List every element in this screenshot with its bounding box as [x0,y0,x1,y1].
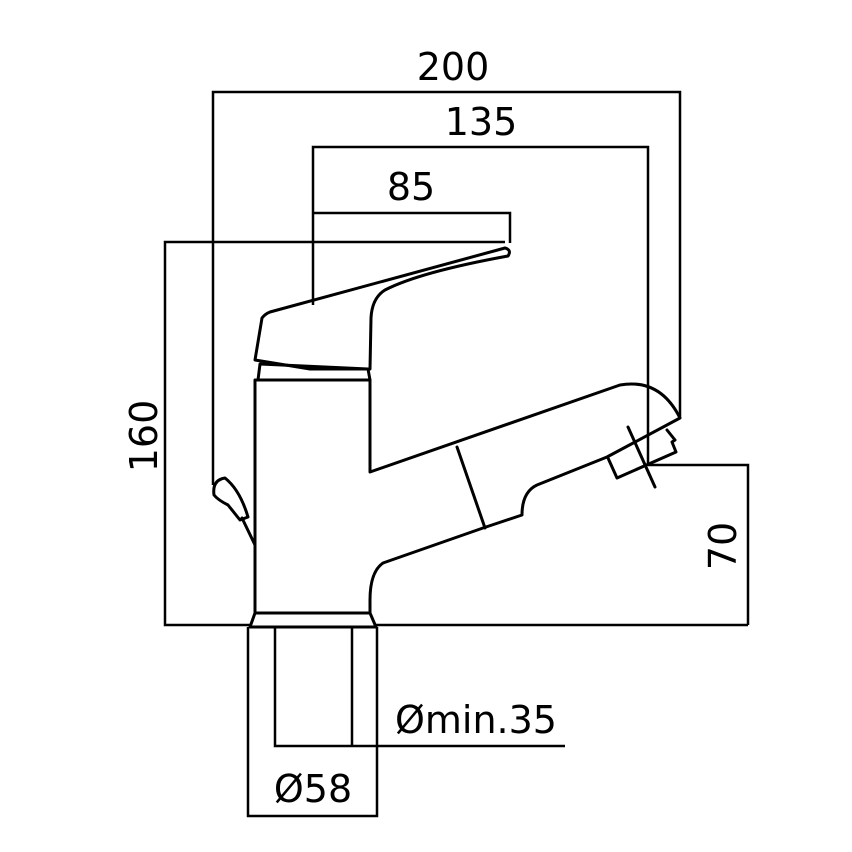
faucet-body [253,378,682,615]
spout-joint-line [455,445,487,530]
dimension-58: Ø58 [246,627,379,818]
dimension-70: 70 [648,463,750,625]
body-ring [256,362,372,382]
dimension-160-label: 160 [122,400,166,473]
dimension-min35: Ømin.35 [273,627,565,748]
aerator [606,428,678,480]
aerator-axis-mark [626,425,657,489]
dimension-135-label: 135 [445,100,518,144]
dimension-58-label: Ø58 [274,767,352,811]
dimension-85: 85 [313,165,512,243]
faucet [212,246,682,629]
lever-handle [253,246,511,371]
dimension-135: 135 [311,100,650,465]
popup-knob [212,476,250,522]
dimension-200-label: 200 [417,45,490,89]
dimension-160: 160 [122,240,748,627]
dimension-min35-label: Ømin.35 [395,698,557,742]
base-plate [248,611,378,629]
popup-rod [240,516,257,547]
dimension-200: 200 [211,45,682,485]
dimension-85-label: 85 [387,165,435,209]
dimension-70-label: 70 [701,522,745,570]
